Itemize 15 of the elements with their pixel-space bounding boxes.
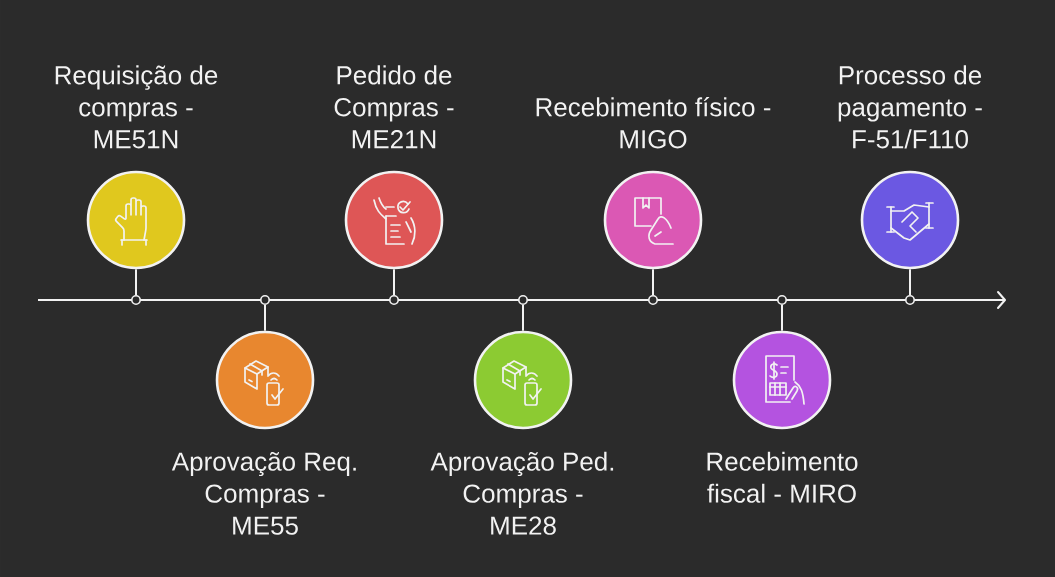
stem-line	[522, 304, 524, 332]
step-label: Processo de pagamento - F-51/F110	[838, 65, 982, 149]
timeline-axis	[38, 291, 1006, 309]
stem-line	[652, 268, 654, 296]
stem-line	[393, 268, 395, 296]
step-label: Recebimento fiscal - MIRO	[707, 451, 858, 503]
step-label: Requisição de compras - ME51N	[55, 65, 218, 149]
step-label: Aprovação Req. Compras - ME55	[171, 451, 356, 535]
stem-line	[909, 268, 911, 296]
step-label: Pedido de Compras - ME21N	[334, 65, 454, 149]
stem-line	[135, 268, 137, 296]
stem-line	[264, 304, 266, 332]
step-label: Aprovação Ped. Compras - ME28	[430, 451, 614, 535]
stem-line	[781, 304, 783, 332]
step-label: Recebimento físico - MIGO	[536, 97, 771, 149]
